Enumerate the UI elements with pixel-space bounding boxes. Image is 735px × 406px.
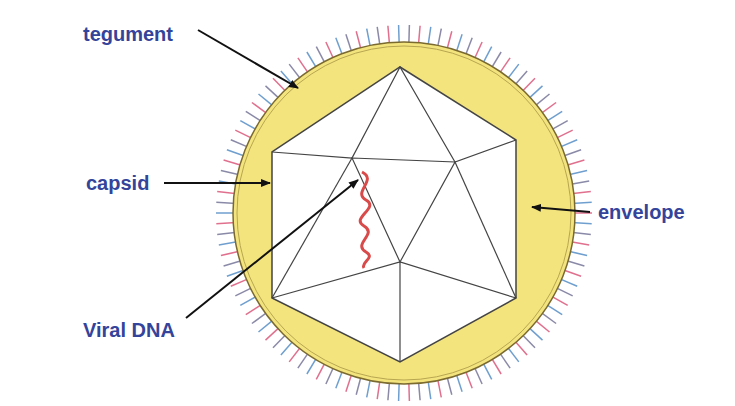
capsid-facet-line	[455, 162, 516, 298]
capsid-facet-line	[272, 262, 516, 298]
part-label: Viral DNA	[83, 320, 175, 340]
leader-line	[198, 30, 298, 88]
envelope-spikes	[216, 25, 592, 401]
capsid-facet-line	[272, 67, 516, 162]
leader-line	[164, 182, 270, 184]
envelope-circle	[233, 42, 575, 384]
capsid-hexagon	[272, 67, 516, 362]
part-label: envelope	[598, 202, 685, 222]
envelope-inner-ring	[237, 46, 571, 380]
leader-lines	[164, 30, 590, 318]
capsid-facets	[272, 67, 516, 362]
part-label: tegument	[83, 24, 173, 44]
capsid-facet-line	[272, 158, 352, 298]
capsid-facet-line	[399, 262, 400, 362]
leader-line	[186, 180, 358, 318]
viral-dna-strand	[360, 172, 370, 268]
part-label: capsid	[86, 173, 149, 193]
leader-line	[532, 207, 590, 212]
